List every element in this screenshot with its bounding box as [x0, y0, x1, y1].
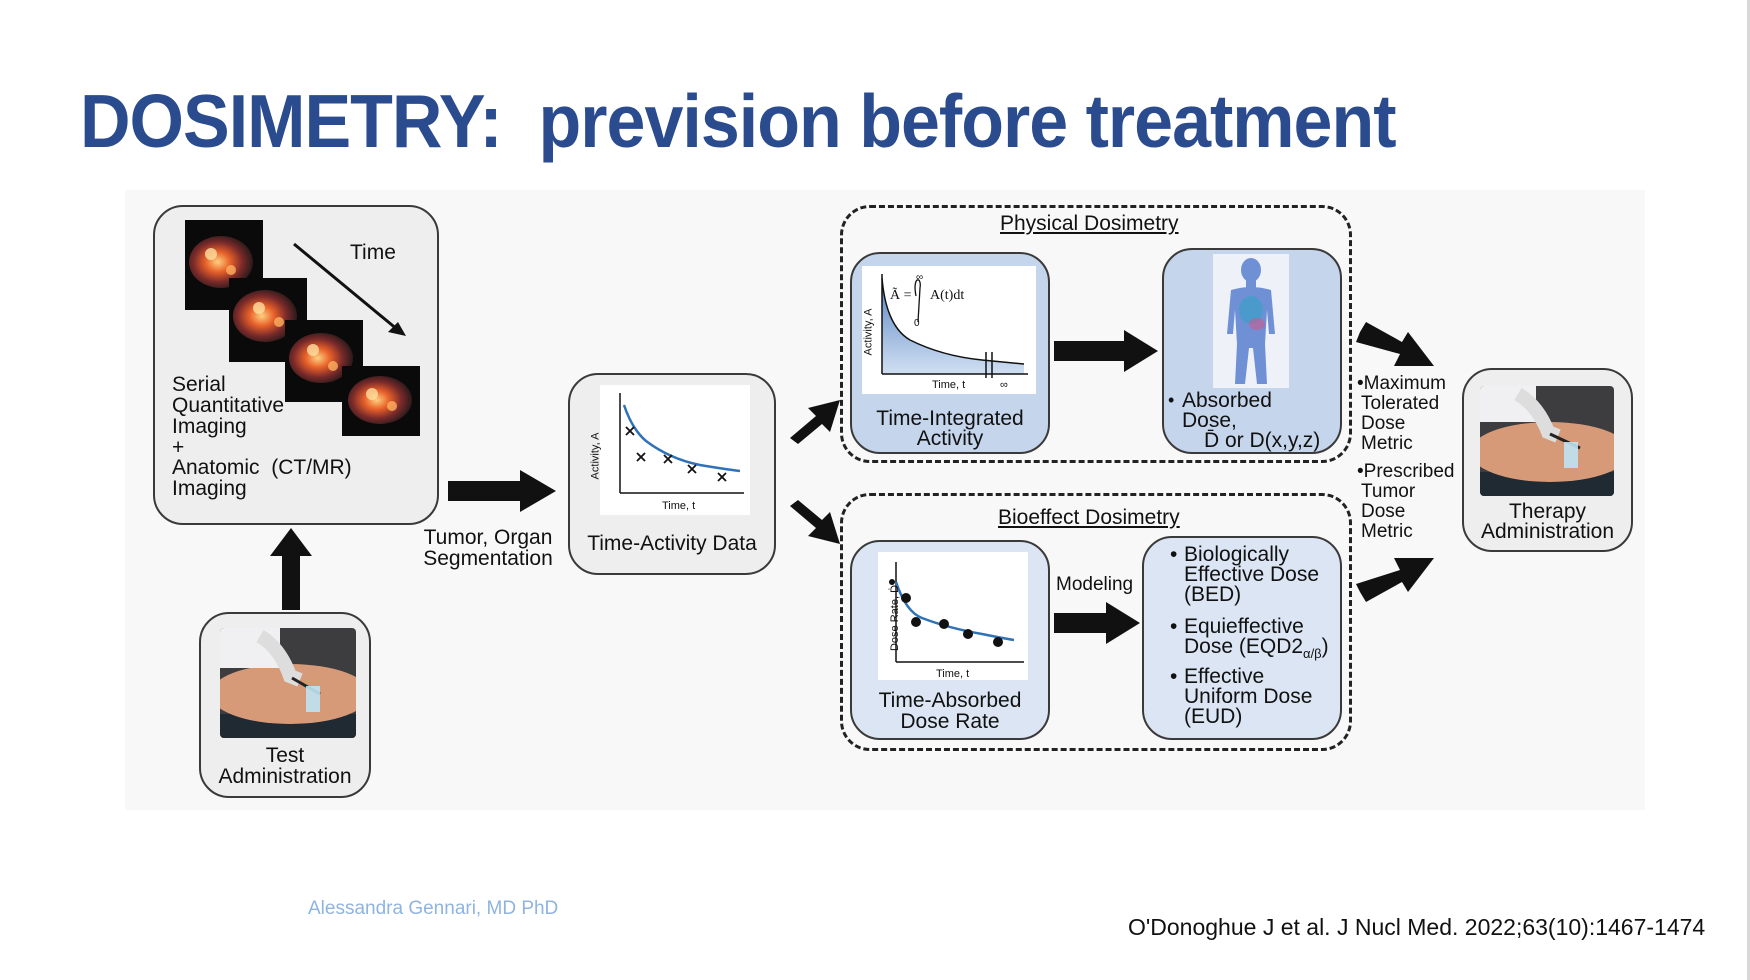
pet-ct-slice-4 [342, 366, 420, 436]
integral-formula-rhs: A(t)dt [930, 288, 965, 303]
metric-prescribed-2: Tumor [1361, 481, 1416, 502]
eqd2-line-1: Equieffective [1184, 615, 1304, 638]
bed-line-3: (BED) [1184, 583, 1242, 606]
physical-dosimetry-title: Physical Dosimetry [1000, 212, 1179, 235]
dose-rate-chart [878, 552, 1028, 680]
imaging-label-6: Imaging [172, 477, 247, 500]
time-integrated-xlabel: Time, t [932, 379, 966, 391]
absorbed-dose-label-1: Absorbed [1182, 389, 1272, 412]
segmentation-label-1: Tumor, Organ [423, 526, 553, 549]
imaging-label-1: Serial [172, 373, 226, 396]
body-dose-map-image [1213, 254, 1289, 388]
data-point-markers [625, 426, 727, 482]
arrow-bioeffect-to-therapy [1356, 558, 1434, 602]
bioeffect-dosimetry-title: Bioeffect Dosimetry [998, 506, 1180, 529]
metric-max-tolerated-4: Metric [1361, 433, 1413, 454]
therapy-injection-photo [1480, 386, 1614, 496]
time-activity-chart [600, 385, 750, 515]
eud-line-2: Uniform Dose [1184, 685, 1313, 708]
slide-edge [1747, 0, 1750, 980]
dose-rate-points [889, 579, 1003, 647]
time-activity-ylabel: Activity, A [589, 432, 602, 480]
up-arrow [270, 528, 312, 610]
metric-max-tolerated-1: •Maximum [1357, 373, 1446, 394]
test-label-1: Test [265, 744, 305, 767]
metric-prescribed-3: Dose [1361, 501, 1406, 522]
time-activity-xlabel: Time, t [662, 500, 696, 512]
time-integrated-chart [862, 266, 1036, 394]
integral-upper-limit: ∞ [916, 272, 924, 283]
bed-line-2: Effective Dose [1184, 563, 1320, 586]
metric-prescribed-1: •Prescribed [1357, 461, 1455, 482]
time-label: Time [350, 241, 396, 264]
absorbed-dose-label-3: D̄ or D(x,y,z) [1204, 429, 1321, 452]
arrow-physical-to-therapy [1356, 322, 1434, 366]
time-activity-label: Time-Activity Data [587, 532, 757, 555]
citation: O'Donoghue J et al. J Nucl Med. 2022;63(… [1128, 914, 1706, 940]
absorbed-dose-label-2: Dose, [1182, 409, 1237, 432]
time-integrated-label-2: Activity [916, 427, 984, 450]
imaging-label-4: + [172, 436, 185, 459]
eud-line-1: Effective [1184, 665, 1265, 688]
metric-max-tolerated-3: Dose [1361, 413, 1406, 434]
time-integrated-ylabel: Activity, A [862, 308, 875, 356]
segmentation-label-2: Segmentation [423, 547, 553, 570]
test-label-2: Administration [218, 765, 352, 788]
therapy-label-2: Administration [1480, 520, 1615, 543]
slide-title: DOSIMETRY: prevision before treatment [80, 79, 1397, 164]
imaging-label-2: Quantitative [172, 394, 285, 417]
dose-rate-ylabel: Dose Rate, Ḋ [889, 584, 902, 652]
integral-sign [914, 279, 921, 323]
arrow-to-absorbed-dose [1054, 330, 1158, 372]
time-integrated-label-1: Time-Integrated [876, 407, 1024, 430]
author-credit: Alessandra Gennari, MD PhD [308, 898, 559, 919]
arrow-to-bioeffect [790, 500, 840, 544]
integral-lower-limit: 0 [914, 318, 920, 329]
physical-dosimetry-frame [840, 205, 1352, 463]
dose-rate-label-2: Dose Rate [900, 710, 1000, 733]
pet-ct-slice-1 [185, 220, 263, 310]
metric-max-tolerated-2: Tolerated [1361, 393, 1440, 414]
bioeffect-dosimetry-frame [840, 493, 1352, 751]
eqd2-line-2: Dose (EQD2α/β) [1184, 636, 1329, 664]
integral-formula-lhs: Ã = [890, 288, 912, 303]
modeling-label: Modeling [1056, 574, 1134, 595]
eud-line-3: (EUD) [1184, 705, 1243, 728]
modeling-arrow [1054, 602, 1140, 644]
test-injection-photo [220, 628, 356, 738]
imaging-label-5: Anatomic (CT/MR) [172, 456, 352, 479]
metric-prescribed-4: Metric [1361, 521, 1413, 542]
dose-rate-xlabel: Time, t [936, 668, 970, 680]
dose-rate-label-1: Time-Absorbed [878, 689, 1022, 712]
imaging-label-3: Imaging [172, 415, 247, 438]
arrow-to-physical [790, 400, 840, 444]
therapy-label-1: Therapy [1508, 500, 1587, 523]
time-arrow [293, 242, 406, 336]
time-integrated-axis-inf: ∞ [1000, 379, 1008, 391]
bed-line-1: Biologically [1184, 543, 1290, 566]
eqd2-text: Dose (EQD2 [1184, 635, 1304, 658]
eqd2-bullet-dot: • [1170, 615, 1178, 638]
bioeffect-metrics-box [1142, 536, 1342, 740]
bed-bullet-dot: • [1170, 543, 1178, 566]
eqd2-subscript: α/β [1303, 646, 1322, 662]
eud-bullet-dot: • [1170, 665, 1178, 688]
eqd2-close: ) [1321, 635, 1329, 658]
absorbed-dose-bullet: • [1168, 390, 1175, 410]
arrow-to-time-activity [448, 470, 556, 512]
